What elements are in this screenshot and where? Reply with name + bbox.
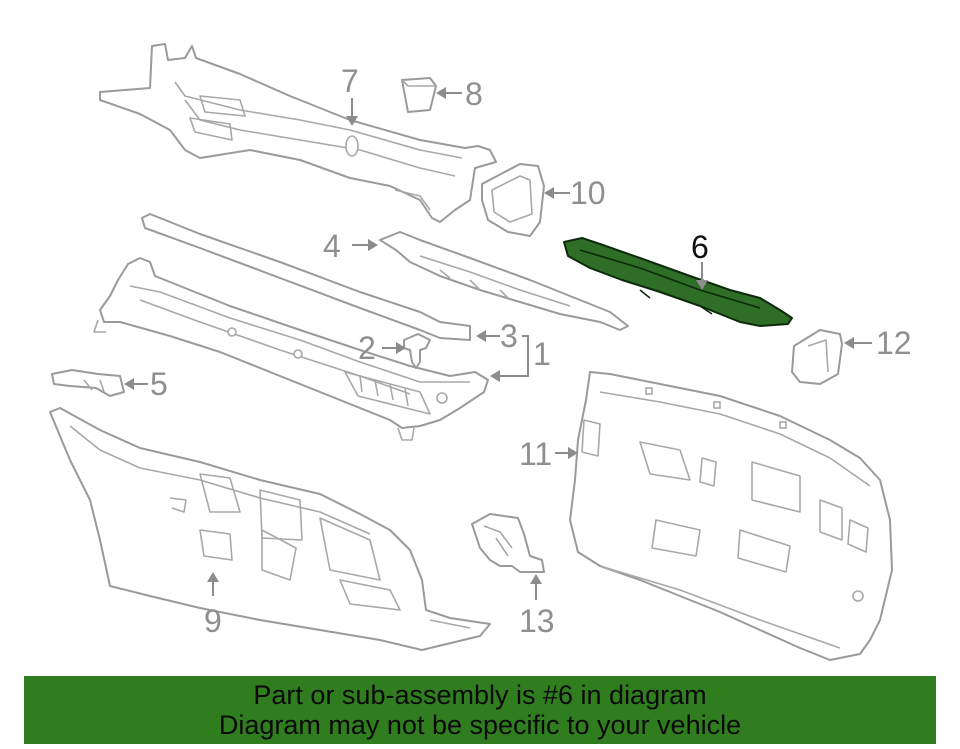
part-6-highlighted [563,237,793,327]
callout-6: 6 [691,229,709,265]
callout-2: 2 [358,330,376,366]
callout-5: 5 [150,366,168,402]
part-8-clip [401,77,437,113]
banner-line-2: Diagram may not be specific to your vehi… [218,710,742,740]
part-5-bracket [51,369,125,397]
callout-12: 12 [876,325,912,361]
callout-13: 13 [519,603,555,639]
banner-line-1: Part or sub-assembly is #6 in diagram [253,680,707,710]
part-9-insulator [49,407,491,651]
callout-4: 4 [323,228,341,264]
part-7-cowl-grille [99,43,497,223]
part-3-seal [141,213,471,341]
parts-diagram: 7 8 10 4 2 3 1 5 9 13 12 11 6 [49,43,912,661]
callout-1: 1 [533,336,551,372]
leader-lines [124,87,872,600]
callout-10: 10 [570,175,606,211]
callout-9: 9 [204,603,222,639]
callout-8: 8 [465,76,483,112]
part-2-push-clip [403,333,431,369]
info-banner: Part or sub-assembly is #6 in diagram Di… [24,676,936,744]
callout-11: 11 [519,436,552,472]
part-4-rail [379,231,629,331]
part-10-bracket [481,163,545,237]
callout-3: 3 [500,318,518,354]
callout-7: 7 [341,63,359,99]
part-11-dash-panel [569,371,893,661]
part-1-cowl-panel [93,257,489,441]
part-12-bracket [791,329,843,385]
part-13-bracket [471,513,545,573]
